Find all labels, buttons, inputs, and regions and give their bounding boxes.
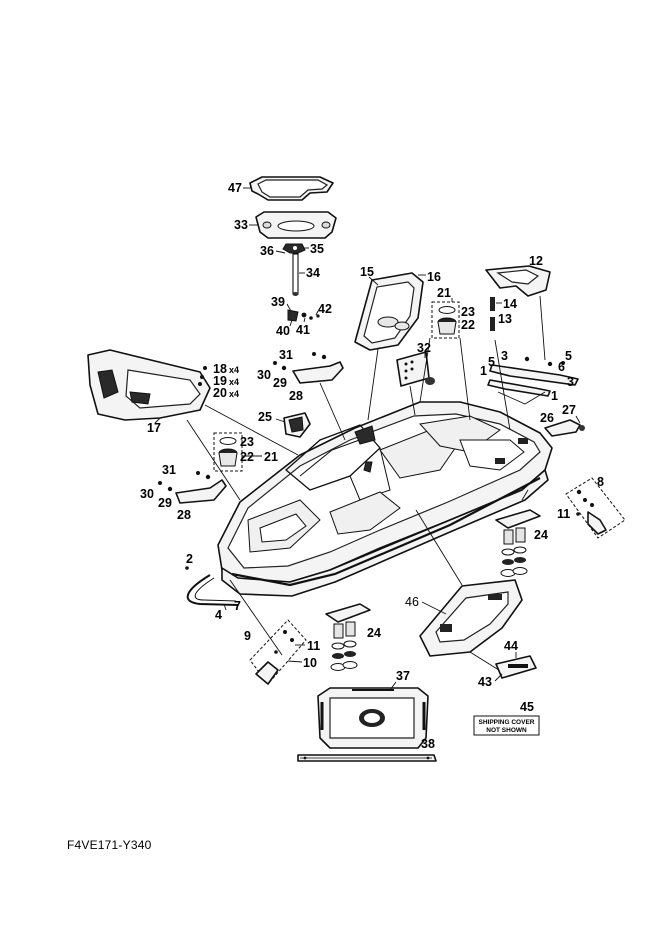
switch-panel-32 (396, 351, 435, 387)
callout-47: 47 (228, 181, 242, 195)
callout-12: 12 (529, 254, 543, 268)
callout-11b: 11 (557, 507, 570, 521)
callout-28b: 28 (177, 508, 191, 522)
callout-11a: 11 (307, 639, 320, 653)
cleat-assembly-right (495, 509, 541, 577)
callout-44: 44 (504, 639, 518, 653)
callout-19-qty: x4 (229, 377, 239, 387)
callout-21a: 21 (437, 286, 451, 300)
callout-25: 25 (258, 410, 272, 424)
shipping-note-line2: NOT SHOWN (486, 727, 527, 734)
callout-35: 35 (310, 242, 324, 256)
handle-lower (158, 471, 227, 504)
callout-22b: 22 (240, 450, 254, 464)
callout-22a: 22 (461, 318, 475, 332)
hardware-group-8 (565, 477, 626, 539)
callout-37: 37 (396, 669, 410, 683)
callout-34: 34 (306, 266, 320, 280)
callout-3b: 3 (567, 375, 574, 389)
callout-1b: 1 (551, 389, 558, 403)
seat-17 (87, 349, 211, 421)
callout-5a: 5 (488, 355, 495, 369)
callout-16: 16 (427, 270, 441, 284)
callout-20: 20 (213, 386, 227, 400)
shipping-note-line1: SHIPPING COVER (479, 719, 535, 726)
cooler-37 (317, 687, 429, 749)
shipping-note: 45 SHIPPING COVER NOT SHOWN (473, 700, 540, 736)
callout-13: 13 (498, 312, 512, 326)
hatch-lid-47 (249, 176, 334, 201)
callout-39: 39 (271, 295, 285, 309)
latch-44 (495, 655, 537, 679)
hardware-group-9 (249, 619, 307, 685)
callout-24b: 24 (367, 626, 381, 640)
callout-17: 17 (147, 421, 161, 435)
callout-29b: 29 (158, 496, 172, 510)
callout-23b: 23 (240, 435, 254, 449)
callout-28a: 28 (289, 389, 303, 403)
callout-38: 38 (421, 737, 435, 751)
hatch-frame-33 (255, 211, 337, 239)
callout-26: 26 (540, 411, 554, 425)
callout-36: 36 (260, 244, 274, 258)
light-25 (283, 412, 311, 438)
callout-45: 45 (520, 700, 534, 714)
callout-8: 8 (597, 475, 604, 489)
callout-5b: 5 (565, 349, 572, 363)
figure-code: F4VE171-Y340 (67, 838, 152, 852)
callout-19: 19 (213, 374, 227, 388)
callout-23a: 23 (461, 305, 475, 319)
cleat-26 (544, 419, 585, 437)
spring-clip-35 (282, 243, 306, 254)
callout-33: 33 (234, 218, 248, 232)
callout-18-qty: x4 (229, 365, 239, 375)
callout-31a: 31 (279, 348, 293, 362)
callout-2: 2 (186, 552, 193, 566)
handle-upper (273, 352, 344, 384)
rails-1-3-5-6 (487, 356, 579, 397)
callout-1a: 1 (480, 364, 487, 378)
callout-4: 4 (215, 608, 222, 622)
callout-21b: 21 (264, 450, 278, 464)
fasteners-39-42 (287, 309, 320, 322)
callout-14: 14 (503, 297, 517, 311)
callout-41: 41 (296, 323, 310, 337)
cleat-assembly-left (325, 603, 371, 671)
callout-43: 43 (478, 675, 492, 689)
cupholder-lower (213, 432, 243, 472)
callout-31b: 31 (162, 463, 176, 477)
callout-3a: 3 (501, 349, 508, 363)
callout-40: 40 (276, 324, 290, 338)
cupholder-upper (431, 301, 460, 339)
callout-30a: 30 (257, 368, 271, 382)
callout-18: 18 (213, 362, 227, 376)
callout-10: 10 (303, 656, 317, 670)
callout-46: 46 (405, 595, 419, 609)
callout-42: 42 (318, 302, 332, 316)
bow-rail-4 (185, 566, 239, 606)
callout-6: 6 (558, 360, 565, 374)
callout-7: 7 (234, 599, 241, 613)
callout-24a: 24 (534, 528, 548, 542)
storage-bin-15 (354, 272, 424, 351)
bracket-14 (490, 297, 495, 331)
rod-34 (292, 253, 299, 296)
callout-27: 27 (562, 403, 576, 417)
storage-tray-46 (419, 579, 523, 657)
tow-eye-12 (485, 265, 551, 361)
callout-29a: 29 (273, 376, 287, 390)
callout-9: 9 (244, 629, 251, 643)
strap-38 (297, 754, 437, 762)
callout-30b: 30 (140, 487, 154, 501)
callout-15: 15 (360, 265, 374, 279)
callout-20-qty: x4 (229, 389, 239, 399)
boat-hull (217, 401, 553, 597)
